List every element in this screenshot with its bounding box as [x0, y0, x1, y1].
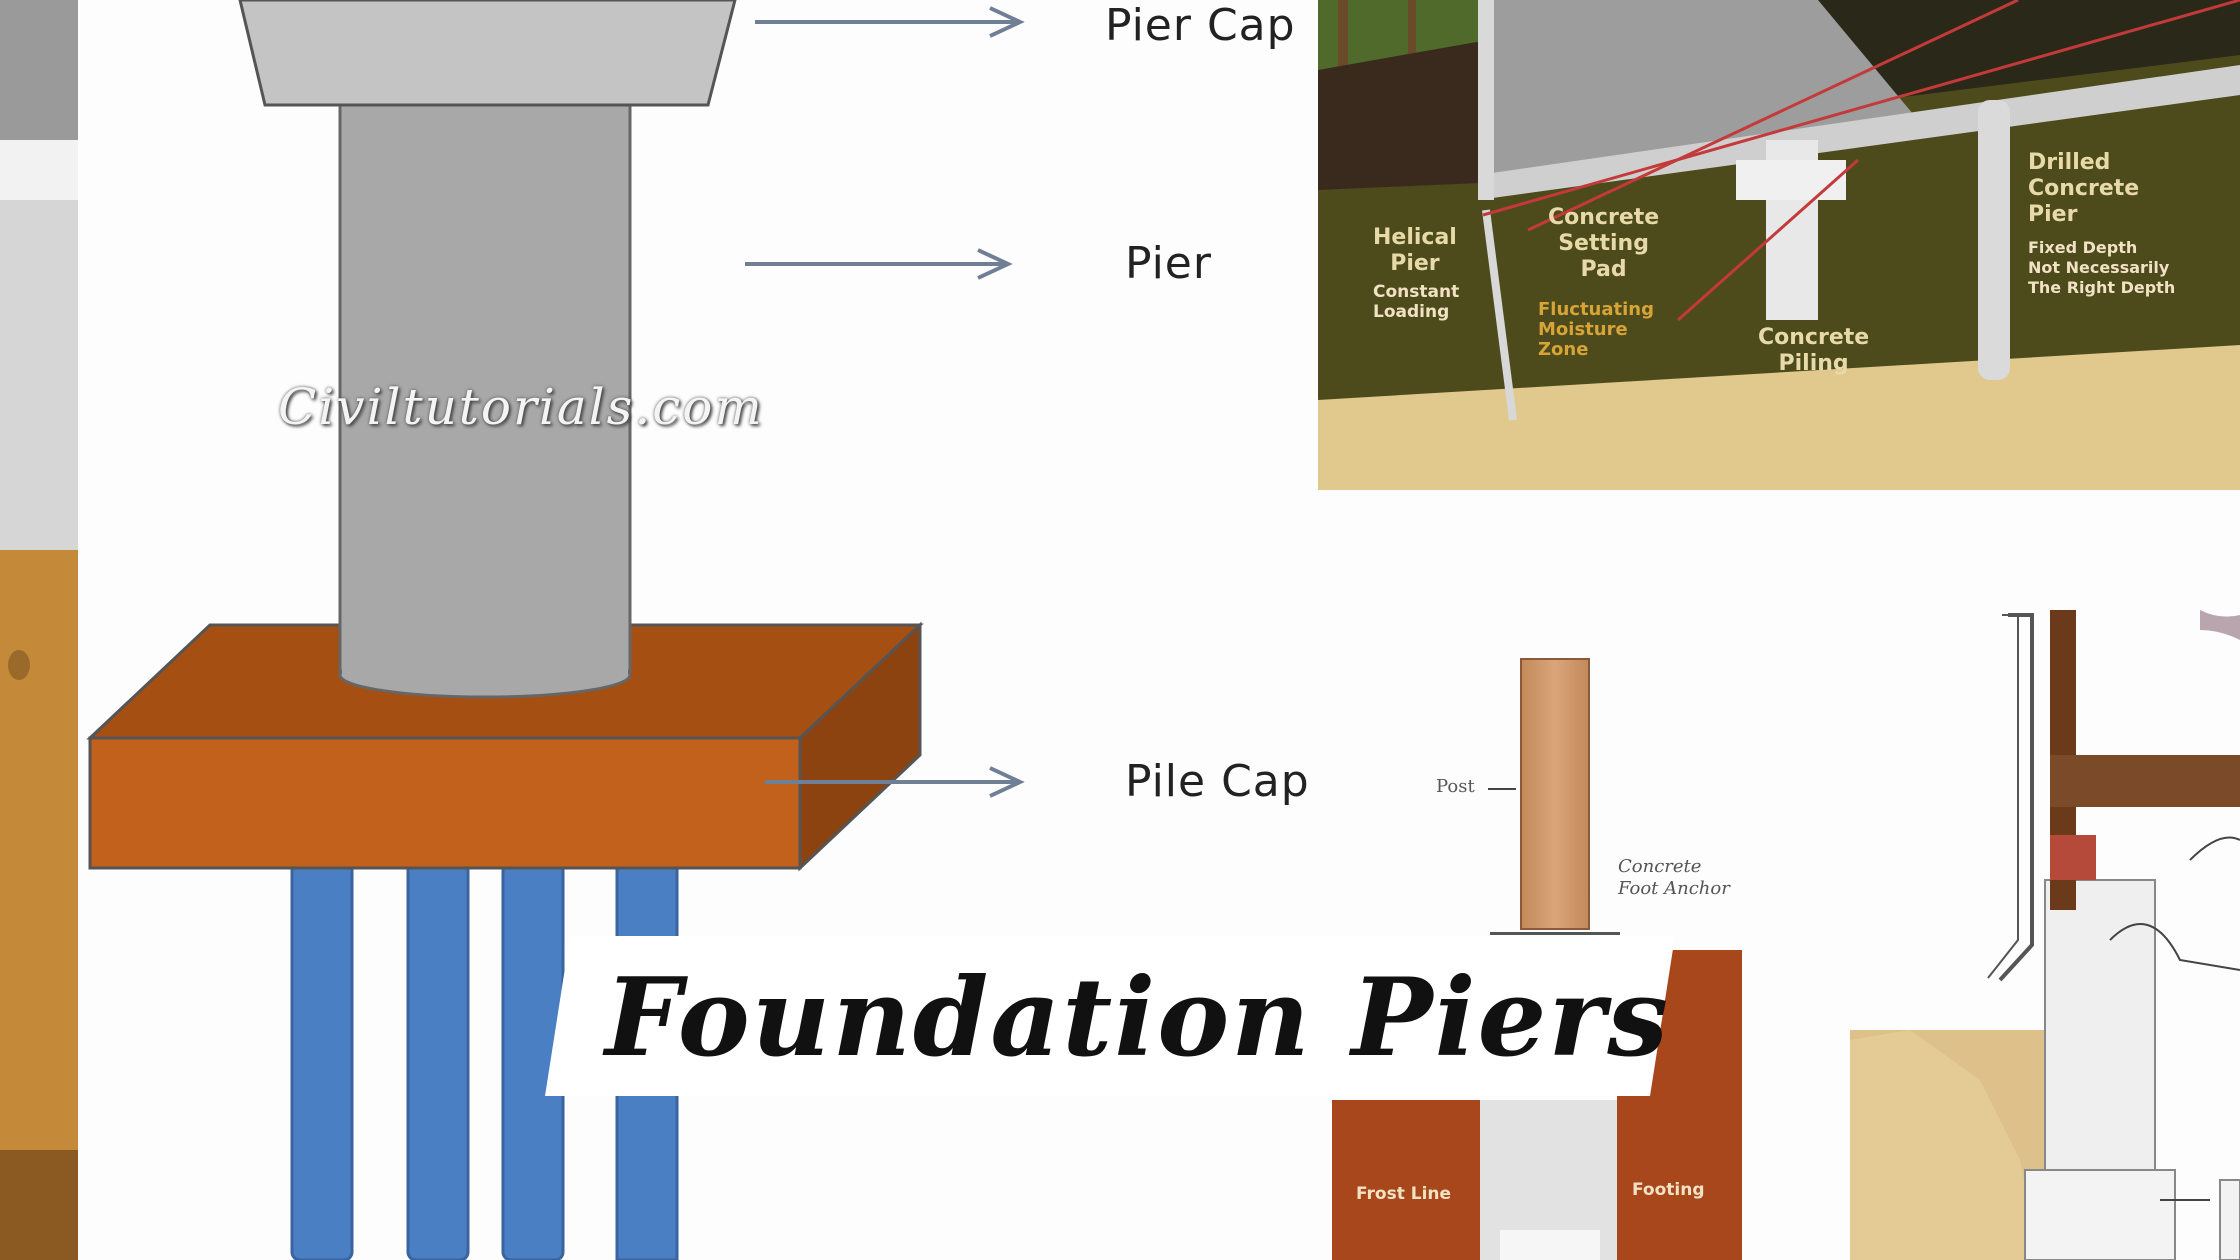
pier-column [338, 93, 632, 677]
label-pier-cap: Pier Cap [1105, 0, 1296, 51]
pile-cap-front [88, 736, 802, 870]
arrow-pier [745, 248, 1013, 280]
label-post: Post [1436, 776, 1475, 797]
label-moisture-zone: Fluctuating Moisture Zone [1538, 299, 1654, 360]
arrow-pier-cap [755, 6, 1025, 38]
pile-1 [290, 858, 354, 1260]
label-footing: Footing [1632, 1180, 1705, 1200]
label-foot-anchor: Concrete Foot Anchor [1618, 856, 1730, 899]
wall-section-drawing [1850, 610, 2240, 1260]
label-pier: Pier [1125, 238, 1212, 289]
pier-cap [238, 0, 737, 107]
label-helical-pier-sub: Constant Loading [1373, 282, 1460, 322]
post-drawing: Post Concrete Foot Anchor [1430, 650, 1770, 950]
label-concrete-piling: Concrete Piling [1758, 325, 1870, 376]
title-banner [545, 936, 1675, 1096]
arrow-pile-cap [765, 766, 1025, 798]
label-helical-pier: Helical Pier [1373, 225, 1457, 276]
post [1520, 658, 1590, 930]
watermark: Civiltutorials.com [278, 378, 764, 436]
crawlspace-photo: Helical Pier Constant Loading Concrete S… [1318, 0, 2240, 490]
label-pile-cap: Pile Cap [1125, 756, 1310, 807]
label-drilled-pier: Drilled Concrete Pier [2028, 150, 2140, 227]
frost-line-drawing: Frost Line Footing [1332, 950, 1742, 1260]
label-concrete-pad: Concrete Setting Pad [1548, 205, 1660, 282]
pile-2 [406, 858, 470, 1260]
label-frost-line: Frost Line [1356, 1184, 1452, 1204]
pier-diagram [86, 0, 1025, 1260]
label-drilled-pier-sub: Fixed Depth Not Necessarily The Right De… [2028, 238, 2176, 297]
page-title: Foundation Piers [605, 955, 1671, 1081]
left-photo-strip [0, 0, 78, 1260]
